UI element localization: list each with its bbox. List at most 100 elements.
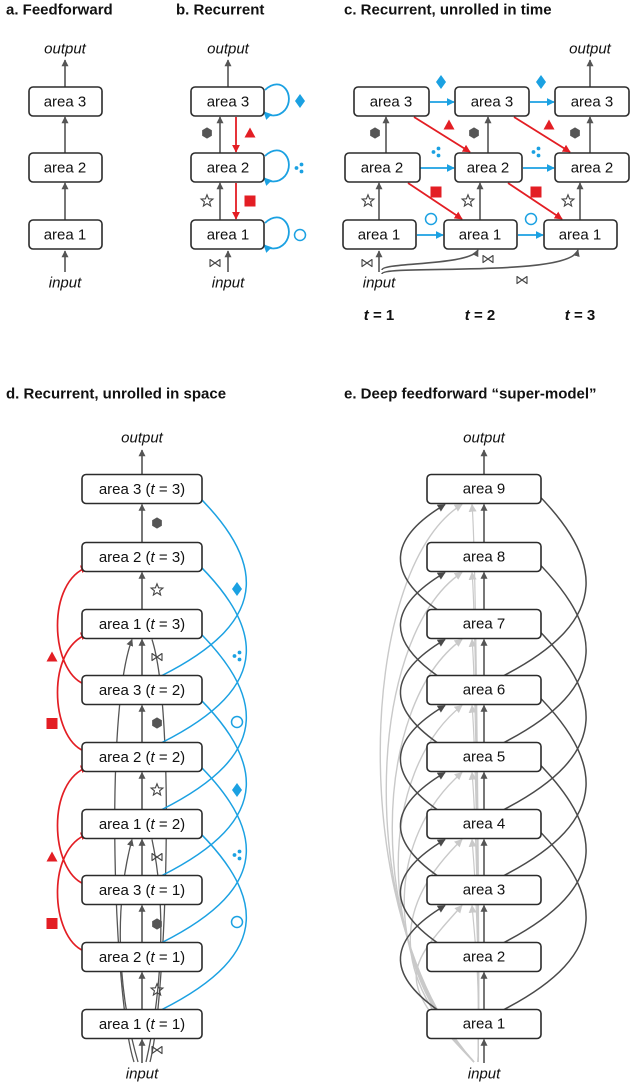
panel-e-output-label: output <box>463 430 506 447</box>
triangle-symbol <box>443 119 455 130</box>
panel-d-node-area-1-t1: area 1 (t = 1) <box>81 1008 203 1040</box>
hexagon-symbol <box>152 517 162 529</box>
hexagon-symbol <box>152 717 162 729</box>
panel-c-topdown-3-2-t1 <box>413 116 471 153</box>
panel-e-input-label: input <box>468 1066 501 1082</box>
panel-b: output input area 3 area 2 area 1 <box>190 41 307 292</box>
dots-symbol <box>431 146 441 158</box>
panel-c-area-3-t3: area 3 <box>554 86 630 117</box>
hexagon-symbol <box>202 127 212 139</box>
svg-text:area 1: area 1 <box>459 227 502 244</box>
panel-e-node-area-7: area 7 <box>426 608 542 640</box>
dots-symbol <box>232 650 242 662</box>
panel-e-title: e. Deep feedforward “super-model” <box>344 386 597 403</box>
triangle-symbol <box>46 851 58 862</box>
bowtie-symbol <box>516 275 528 285</box>
svg-text:area 2: area 2 <box>207 160 250 177</box>
panel-c-output-label: output <box>569 41 612 58</box>
circle-symbol <box>230 715 244 729</box>
svg-text:area 3: area 3 <box>207 94 250 111</box>
panel-e-skip2-edge <box>399 771 446 877</box>
panel-d-nodes: area 1 (t = 1) area 2 (t = 1) area 3 (t = … <box>81 473 203 1040</box>
panel-b-area-2: area 2 <box>190 152 265 183</box>
panel-e-skip2-edge <box>399 904 446 1011</box>
svg-text:area 1: area 1 <box>559 227 602 244</box>
svg-text:area 2 (t = 3): area 2 (t = 3) <box>99 549 185 566</box>
panel-c: output input area 3 area 3 area 3 area 2… <box>342 41 630 324</box>
panel-a-area-3: area 3 <box>28 86 103 117</box>
panel-b-input-label: input <box>212 275 245 292</box>
svg-text:area 3: area 3 <box>370 94 413 111</box>
svg-text:area 3: area 3 <box>571 94 614 111</box>
panel-e-skip2-edge <box>399 503 446 611</box>
svg-text:area 7: area 7 <box>463 616 506 633</box>
panel-d-lateral-edge <box>161 474 247 677</box>
bowtie-symbol <box>151 1045 163 1055</box>
panel-e-skip3-edge <box>503 809 587 1011</box>
panel-d-lateral-edge <box>161 609 247 811</box>
panel-b-area-3: area 3 <box>190 86 265 117</box>
star-symbol <box>199 193 215 208</box>
panel-e-node-area-9: area 9 <box>426 473 542 505</box>
panel-e-node-area-3: area 3 <box>426 874 542 906</box>
dots-symbol <box>531 146 541 158</box>
svg-text:area 4: area 4 <box>463 816 506 833</box>
star-symbol <box>360 193 376 208</box>
svg-text:area 3: area 3 <box>463 882 506 899</box>
svg-text:area 3: area 3 <box>44 94 87 111</box>
panel-b-title: b. Recurrent <box>176 2 264 19</box>
panel-c-input-arrow-t2 <box>381 249 479 271</box>
panel-d-topdown-edge <box>56 765 89 885</box>
panel-b-output-label: output <box>207 41 250 58</box>
hexagon-symbol <box>370 127 380 139</box>
panel-d-output-label: output <box>121 430 164 447</box>
triangle-symbol <box>543 119 555 130</box>
circle-symbol <box>293 228 307 242</box>
svg-text:area 1: area 1 <box>207 227 250 244</box>
panel-e-skip3-edge <box>503 742 587 944</box>
triangle-symbol <box>244 127 256 138</box>
panel-d-node-area-2-t2: area 2 (t = 2) <box>81 741 203 773</box>
panel-e-skip3-edge <box>503 542 587 744</box>
star-symbol <box>560 193 576 208</box>
dots-symbol <box>294 162 304 174</box>
panel-e-skip2-edge <box>399 838 446 944</box>
panel-d-topdown-edge <box>56 565 89 685</box>
panel-d-lateral-edge <box>161 542 247 744</box>
panel-d-lateral-edge <box>161 809 247 1011</box>
panel-d-node-area-2-t1: area 2 (t = 1) <box>81 941 203 973</box>
svg-text:area 1: area 1 <box>358 227 401 244</box>
svg-text:area 1 (t = 3): area 1 (t = 3) <box>99 616 185 633</box>
svg-text:area 2: area 2 <box>571 160 614 177</box>
panel-c-area-2-t3: area 2 <box>554 152 630 183</box>
panel-c-area-3-t2: area 3 <box>454 86 530 117</box>
hexagon-symbol <box>152 918 162 930</box>
svg-text:area 3: area 3 <box>471 94 514 111</box>
panel-c-area-1-t3: area 1 <box>543 219 618 250</box>
panel-e-connections <box>379 449 587 1063</box>
svg-text:area 1: area 1 <box>463 1016 506 1033</box>
diamond-symbol <box>232 783 242 797</box>
panel-a-title: a. Feedforward <box>6 2 113 19</box>
svg-text:area 1: area 1 <box>44 227 87 244</box>
panel-d-topdown-edge <box>56 832 89 952</box>
svg-text:area 5: area 5 <box>463 749 506 766</box>
panel-d-node-area-1-t2: area 1 (t = 2) <box>81 808 203 840</box>
square-symbol <box>244 195 256 207</box>
panel-d-symbols <box>46 517 244 1055</box>
svg-text:area 8: area 8 <box>463 549 506 566</box>
svg-text:area 9: area 9 <box>463 481 506 498</box>
panel-b-lateral-3 <box>263 83 290 120</box>
svg-text:area 2: area 2 <box>463 949 506 966</box>
panel-e-skip2-edge <box>399 638 446 744</box>
diamond-symbol <box>536 75 546 89</box>
bowtie-symbol <box>151 852 163 862</box>
panel-e-node-area-5: area 5 <box>426 741 542 773</box>
panel-e: output input area 1 area 2 area 3 area 4 are… <box>379 430 587 1082</box>
panel-c-topdown-2-1-t1 <box>407 182 463 220</box>
bowtie-symbol <box>482 254 494 264</box>
panel-c-input-label: input <box>363 275 396 292</box>
panel-d-node-area-3-t2: area 3 (t = 2) <box>81 674 203 706</box>
svg-text:area 2 (t = 1): area 2 (t = 1) <box>99 949 185 966</box>
panel-b-area-1: area 1 <box>190 219 265 250</box>
